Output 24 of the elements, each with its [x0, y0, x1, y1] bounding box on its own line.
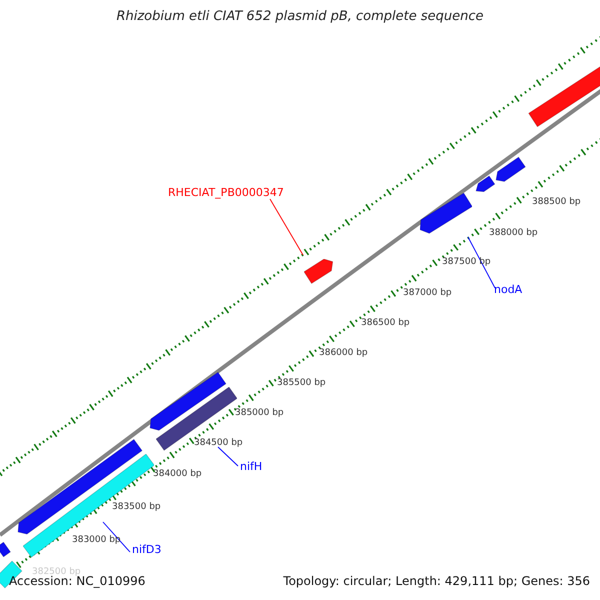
tick-label: 386500 bp [361, 318, 410, 329]
gene-label: RHECIAT_PB0000347 [168, 186, 284, 199]
gene-arrow [304, 259, 333, 284]
tick-label: 385000 bp [235, 408, 284, 419]
tick-label: 383500 bp [112, 502, 161, 513]
tick-label: 387000 bp [403, 288, 452, 299]
gene-arrow [420, 193, 472, 234]
leader-line [102, 522, 130, 552]
sequence-info: Topology: circular; Length: 429,111 bp; Genes: 356 [283, 574, 590, 588]
tick-label: 384500 bp [194, 438, 243, 449]
gene-label: nifD3 [132, 543, 162, 556]
tick-label: 385500 bp [277, 378, 326, 389]
accession-info: Accession: NC_010996 [9, 574, 146, 588]
tick-label: 388500 bp [532, 197, 581, 208]
leader-line [270, 198, 304, 256]
leader-line [468, 236, 496, 288]
tick-label: 388000 bp [489, 228, 538, 239]
tick-label: 384000 bp [153, 469, 202, 480]
leader-line [218, 446, 238, 466]
gene-label: nifH [240, 460, 262, 473]
diagram-title: Rhizobium etli CIAT 652 plasmid pB, complete sequence [116, 9, 484, 24]
tick-label: 386000 bp [319, 348, 368, 359]
gene-label: nodA [494, 283, 522, 296]
tick-label: 383000 bp [72, 535, 121, 546]
